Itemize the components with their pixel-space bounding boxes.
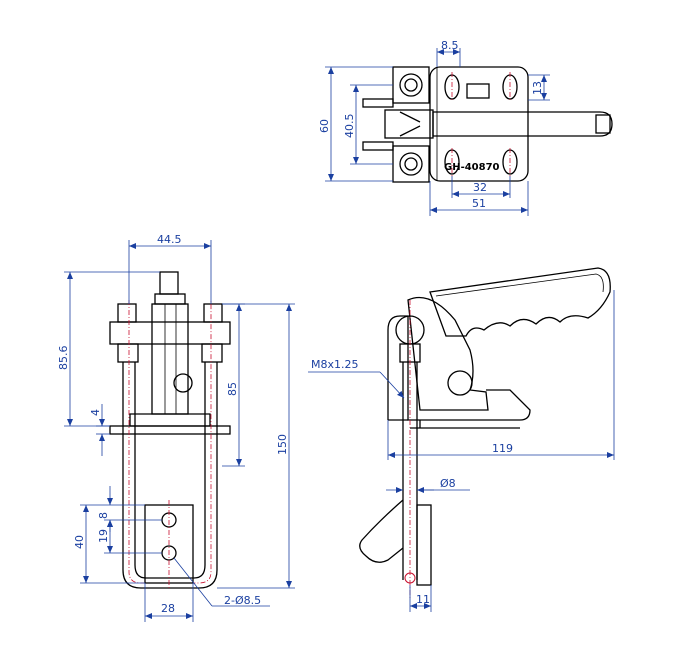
side-handle — [429, 267, 611, 337]
top-label-plate — [466, 83, 490, 99]
dim-19: 19 — [97, 529, 110, 543]
side-hook — [359, 499, 404, 563]
side-view: M8x1.25 119 Ø8 11 — [308, 267, 615, 612]
dim-40-5: 40.5 — [343, 114, 356, 139]
top-view: GH-40870 8.5 13 60 40.5 32 51 — [318, 39, 613, 216]
part-number-label: GH-40870 — [444, 162, 500, 173]
dim-11: 11 — [416, 593, 430, 606]
dim-4: 4 — [89, 409, 102, 416]
thread-callout: M8x1.25 — [311, 358, 359, 371]
dim-13: 13 — [531, 81, 544, 95]
side-base — [387, 315, 531, 421]
top-nut-block-upper — [392, 66, 430, 104]
dim-85-6: 85.6 — [57, 346, 70, 371]
front-plunger-cap — [159, 271, 179, 295]
hole-callout: 2-Ø8.5 — [224, 594, 261, 607]
dim-119: 119 — [492, 442, 513, 455]
top-nut-block-lower — [392, 145, 430, 183]
hex-nut-lower — [399, 152, 423, 176]
dim-40: 40 — [73, 535, 86, 549]
hex-nut-upper — [399, 73, 423, 97]
dim-85: 85 — [226, 382, 239, 396]
dim-8: 8 — [97, 512, 110, 519]
front-view: 44.5 85.6 85 4 150 8 19 40 28 2-Ø8.5 — [57, 233, 295, 622]
top-handle — [432, 111, 613, 137]
front-base-plate — [109, 425, 231, 435]
front-body — [151, 303, 189, 415]
front-upper-plate — [109, 321, 231, 345]
dim-8-5: 8.5 — [441, 39, 459, 52]
side-pivot — [447, 370, 473, 396]
top-base-plate — [429, 66, 529, 182]
u-bolt-bottom — [122, 569, 218, 589]
dim-150: 150 — [276, 434, 289, 455]
dim-32: 32 — [473, 181, 487, 194]
dim-60: 60 — [318, 119, 331, 133]
dim-44-5: 44.5 — [157, 233, 182, 246]
dim-dia-8: Ø8 — [440, 477, 456, 490]
dim-28: 28 — [161, 602, 175, 615]
dim-51: 51 — [472, 197, 486, 210]
